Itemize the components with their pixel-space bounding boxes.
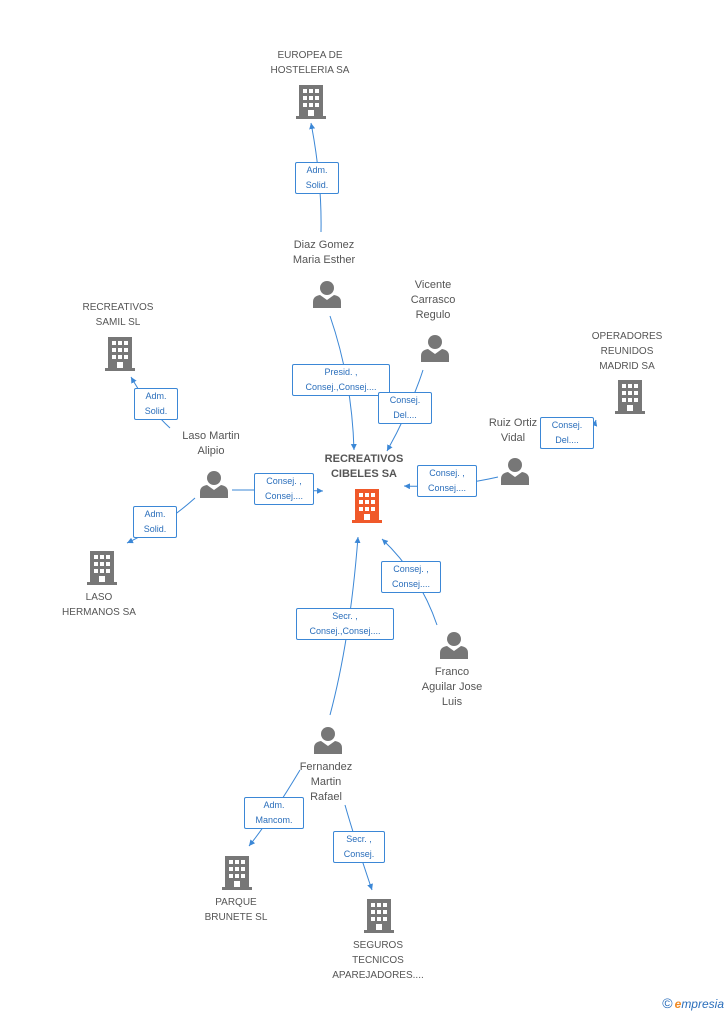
node-europea[interactable]: EUROPEA DE HOSTELERIA SA (270, 50, 350, 76)
franco-person-icon (440, 632, 468, 659)
diaz-person-icon (313, 281, 341, 308)
seguros-building-icon (364, 899, 394, 933)
edge-label-vicente-cibeles[interactable]: Consej. Del.... (378, 392, 432, 424)
operadores-building-icon (615, 380, 645, 414)
samil-building-icon (105, 337, 135, 371)
vicente-person-icon (421, 335, 449, 362)
ruiz-person-icon (501, 458, 529, 485)
empresia-brand[interactable]: ©empresia (662, 995, 724, 1011)
node-diaz[interactable]: Diaz Gomez Maria Esther (292, 239, 356, 266)
node-vicente[interactable]: Vicente Carrasco Regulo (410, 279, 456, 321)
edge-label-diaz-europea[interactable]: Adm. Solid. (295, 162, 339, 194)
edge-label-fernandez-parque[interactable]: Adm. Mancom. (244, 797, 304, 829)
edge-label-fernandez-cibeles[interactable]: Secr. , Consej.,Consej.... (296, 608, 394, 640)
parque-building-icon (222, 856, 252, 890)
edge-label-laso-samil[interactable]: Adm. Solid. (134, 388, 178, 420)
node-ruiz[interactable]: Ruiz Ortiz Vidal (488, 417, 538, 444)
cibeles-building-icon (352, 489, 382, 523)
edge-label-ruiz-cibeles[interactable]: Consej. , Consej.... (417, 465, 477, 497)
node-cibeles[interactable]: RECREATIVOS CIBELES SA (324, 453, 404, 480)
brand-name: mpresia (681, 997, 724, 1011)
edge-label-laso-hermanos[interactable]: Adm. Solid. (133, 506, 177, 538)
node-operadores[interactable]: OPERADORES REUNIDOS MADRID SA (591, 331, 663, 372)
node-fernandez[interactable]: Fernandez Martin Rafael (299, 761, 353, 803)
edge-label-franco-cibeles[interactable]: Consej. , Consej.... (381, 561, 441, 593)
edge-label-ruiz-operadores[interactable]: Consej. Del.... (540, 417, 594, 449)
node-samil[interactable]: RECREATIVOS SAMIL SL (82, 302, 154, 328)
node-laso-martin[interactable]: Laso Martin Alipio (182, 430, 240, 457)
edge-label-diaz-cibeles[interactable]: Presid. , Consej.,Consej.... (292, 364, 390, 396)
node-parque[interactable]: PARQUE BRUNETE SL (204, 897, 268, 923)
fernandez-person-icon (314, 727, 342, 754)
edge-label-fernandez-seguros[interactable]: Secr. , Consej. (333, 831, 385, 863)
node-laso-hermanos[interactable]: LASO HERMANOS SA (62, 592, 136, 618)
laso-hermanos-building-icon (87, 551, 117, 585)
edge-label-laso-cibeles[interactable]: Consej. , Consej.... (254, 473, 314, 505)
europea-building-icon (296, 85, 326, 119)
copyright-icon: © (662, 995, 673, 1011)
laso-martin-person-icon (200, 471, 228, 498)
node-franco[interactable]: Franco Aguilar Jose Luis (421, 666, 483, 708)
brand-letter: e (674, 997, 682, 1011)
node-seguros[interactable]: SEGUROS TECNICOS APAREJADORES.... (332, 940, 424, 981)
